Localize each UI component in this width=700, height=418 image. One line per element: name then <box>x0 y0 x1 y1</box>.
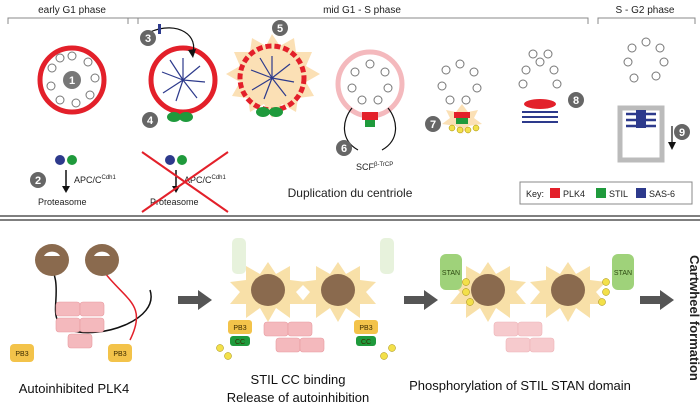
step-badge-3 <box>140 30 156 46</box>
key-label-sas6: SAS-6 <box>649 189 675 199</box>
arrow-step-1 <box>178 290 212 310</box>
pb3-left <box>10 344 34 362</box>
key-swatch-plk4 <box>550 188 560 198</box>
centriole-step-8: 8 <box>518 49 584 123</box>
cross-mark <box>141 151 229 213</box>
legend-key: Key: PLK4 STIL SAS-6 <box>519 181 693 205</box>
step-badge-7 <box>425 116 441 132</box>
bracket-s-g2 <box>597 17 696 24</box>
phase-brackets: early G1 phase mid G1 - S phase S - G2 p… <box>7 5 696 24</box>
proteasome-label-1: Proteasome <box>38 197 87 207</box>
key-swatch-stil <box>596 188 606 198</box>
pb3-cc-right <box>354 320 378 334</box>
scf-label: SCFβ-TrCP <box>356 162 393 172</box>
panel-stan-phosphorylation: STAN STAN Phosphorylation of STIL STAN d… <box>409 254 634 393</box>
pb3-cc-left <box>228 320 252 334</box>
apc-label-2: APC/CCdh1 <box>184 175 227 185</box>
caption-autoinhibited-plk4: Autoinhibited PLK4 <box>19 381 130 396</box>
svg-text:STAN: STAN <box>442 270 460 277</box>
svg-text:3: 3 <box>145 33 151 45</box>
key-title: Key: <box>526 189 544 199</box>
arrow-step-2 <box>404 290 438 310</box>
centriole-step-9: 9 <box>617 37 690 163</box>
step-badge-8 <box>568 92 584 108</box>
key-label-stil: STIL <box>609 189 628 199</box>
svg-text:PB3: PB3 <box>15 351 28 358</box>
step-badge-1 <box>63 71 81 89</box>
caption-stil-cc-binding: STIL CC binding <box>251 372 346 387</box>
svg-text:4: 4 <box>147 115 154 127</box>
svg-text:8: 8 <box>573 95 579 107</box>
centriole-1: 1 <box>37 45 107 115</box>
duplication-caption: Duplication du centriole <box>288 186 413 200</box>
bracket-mid-g1-s <box>127 17 589 24</box>
svg-text:9: 9 <box>679 127 685 139</box>
proteasome-label-2: Proteasome <box>150 197 199 207</box>
cc-right <box>356 336 376 346</box>
key-label-plk4: PLK4 <box>563 189 585 199</box>
cc-left <box>230 336 250 346</box>
svg-text:PB3: PB3 <box>113 351 126 358</box>
key-swatch-sas6 <box>636 188 646 198</box>
stan-right <box>612 254 634 290</box>
svg-text:STAN: STAN <box>614 270 632 277</box>
step-badge-2 <box>30 172 46 188</box>
bracket-early-g1 <box>7 17 139 24</box>
svg-text:2: 2 <box>35 175 41 187</box>
phase-label-early-g1: early G1 phase <box>38 5 106 16</box>
stan-faded-left <box>232 238 246 274</box>
phase-label-s-g2: S - G2 phase <box>616 5 675 16</box>
svg-text:CC: CC <box>361 339 371 346</box>
svg-text:5: 5 <box>277 23 283 35</box>
pb3-right <box>108 344 132 362</box>
side-label-cartwheel: Cartwheel formation <box>687 255 700 381</box>
stan-left <box>440 254 462 290</box>
degradation-step-2: 2 APC/CCdh1 Proteasome <box>30 155 117 207</box>
svg-text:CC: CC <box>235 339 245 346</box>
step-badge-9 <box>674 124 690 140</box>
step-badge-5 <box>272 20 288 36</box>
phase-label-mid-g1-s: mid G1 - S phase <box>323 5 401 16</box>
centriole-step-3-4: 3 4 <box>140 24 218 128</box>
centriole-step-6: 6 SCFβ-TrCP <box>335 49 405 172</box>
stan-faded-right <box>380 238 394 274</box>
panel-stil-cc-binding: PB3 CC PB3 CC STIL CC binding Release of… <box>216 238 396 405</box>
centriole-step-5: 5 <box>226 20 320 118</box>
svg-text:6: 6 <box>341 143 347 155</box>
svg-text:1: 1 <box>69 75 75 87</box>
svg-text:PB3: PB3 <box>359 325 372 332</box>
apc-label-1: APC/CCdh1 <box>74 175 117 185</box>
svg-text:PB3: PB3 <box>233 325 246 332</box>
degradation-blocked: APC/CCdh1 Proteasome <box>141 151 229 213</box>
panel-autoinhibited-plk4: PB3 PB3 Autoinhibited PLK4 <box>10 244 152 396</box>
caption-stan-phosphorylation: Phosphorylation of STIL STAN domain <box>409 378 631 393</box>
centriole-step-7: 7 <box>425 59 482 134</box>
svg-text:7: 7 <box>430 119 436 131</box>
step-badge-4 <box>142 112 158 128</box>
arrow-step-3 <box>640 290 674 310</box>
caption-release-autoinhibition: Release of autoinhibition <box>227 390 369 405</box>
step-badge-6 <box>336 140 352 156</box>
